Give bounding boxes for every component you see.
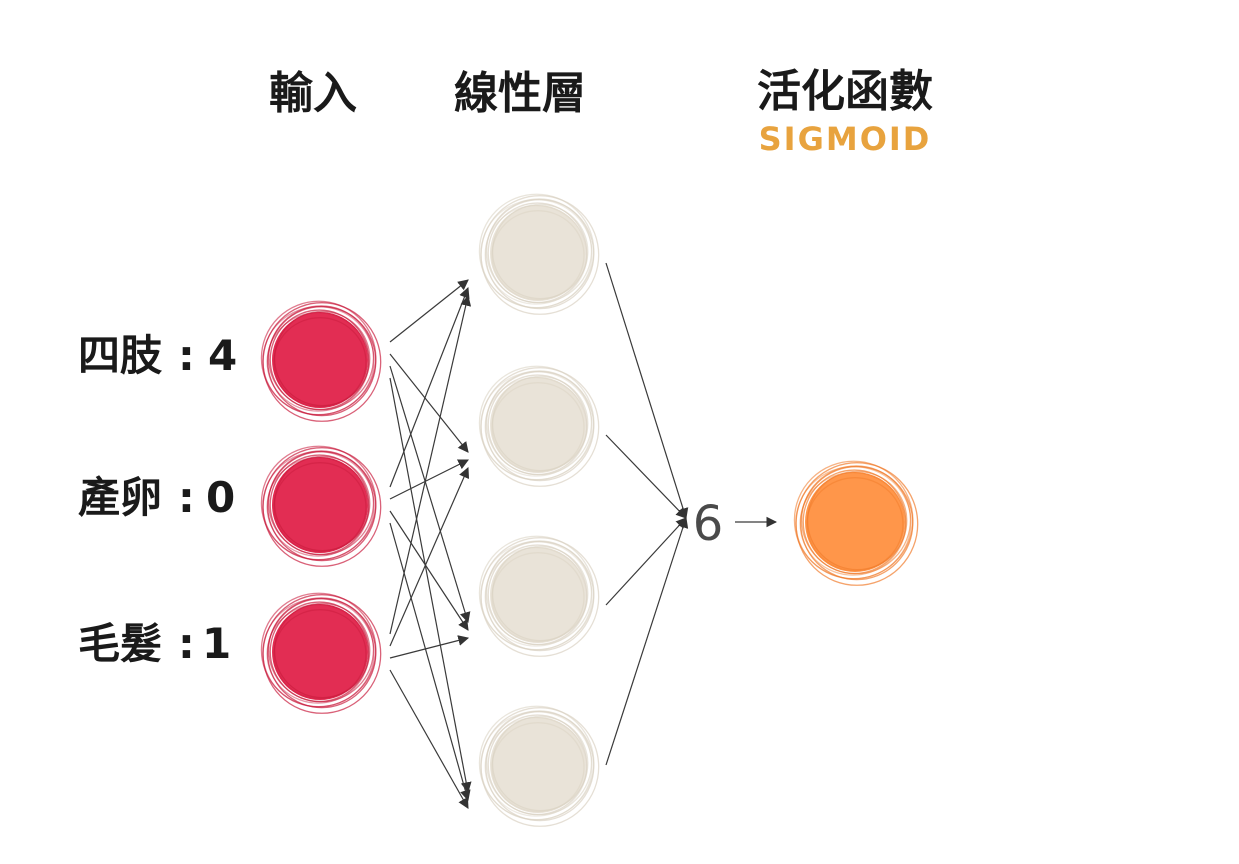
- input-hidden-connections: [389, 279, 472, 809]
- hidden-node-3-ring-8: [480, 707, 600, 827]
- hidden-node-0-ring-1: [491, 203, 589, 300]
- input-label-limbs: 四肢 : 4: [78, 331, 237, 380]
- input-node-2-ring-0: [273, 609, 367, 700]
- connection-input-1-hidden-0: [389, 286, 470, 488]
- hidden-node-1-core: [490, 377, 586, 473]
- input-label-hair: 毛髮 : 1: [78, 619, 231, 668]
- output-node-ring-1: [806, 470, 908, 571]
- header-activation-sub: SIGMOID: [759, 120, 932, 158]
- input-node-0-ring-0: [273, 317, 367, 408]
- input-name-eggs: 產卵: [78, 473, 162, 522]
- hidden-node-2-core: [490, 547, 586, 643]
- header-linear-layer: 線性層: [454, 68, 586, 119]
- output-node-ring-8: [795, 462, 919, 586]
- hidden-node-3-ring-1: [491, 715, 589, 812]
- hidden-node-1: [478, 365, 600, 487]
- connection-input-2-hidden-1: [389, 467, 470, 647]
- input-node-0-ring-7: [260, 300, 377, 416]
- hidden-node-0-core: [490, 205, 586, 301]
- input-sep-hair: :: [178, 619, 195, 668]
- connection-hidden-2-aggregate: [605, 517, 687, 606]
- hidden-node-1-ring-1: [491, 375, 589, 472]
- hidden-node-2-ring-7: [478, 535, 595, 651]
- hidden-node-0-ring-7: [478, 193, 595, 309]
- input-node-1-ring-0: [273, 462, 367, 553]
- output-node: [793, 460, 919, 586]
- hidden-node-3: [478, 705, 600, 827]
- hidden-node-2-ring-8: [480, 537, 600, 657]
- hidden-node-3-core: [490, 717, 586, 813]
- input-node-1-ring-1: [273, 455, 371, 552]
- hidden-node-3-ring-0: [491, 722, 585, 813]
- hidden-node-1-ring-7: [478, 365, 595, 481]
- hidden-node-1-ring-0: [491, 382, 585, 473]
- hidden-node-0: [478, 193, 600, 315]
- input-sep-eggs: :: [178, 473, 195, 522]
- connection-hidden-0-aggregate: [605, 262, 689, 520]
- connection-input-1-hidden-1: [389, 459, 469, 500]
- input-node-1-core: [272, 457, 368, 553]
- connection-input-0-hidden-0: [389, 279, 469, 343]
- input-node-1-ring-7: [260, 445, 377, 561]
- connection-input-0-hidden-2: [389, 365, 471, 624]
- input-node-1-ring-8: [262, 447, 382, 567]
- input-node-0-ring-1: [273, 310, 371, 407]
- input-node-2-ring-7: [260, 592, 377, 708]
- connection-input-2-hidden-3: [389, 669, 469, 809]
- input-node-1: [260, 445, 382, 567]
- hidden-node-2-ring-0: [491, 552, 585, 643]
- output-node-ring-7: [793, 460, 914, 580]
- hidden-output-connections: [605, 262, 689, 766]
- input-node-2-ring-8: [262, 594, 382, 714]
- hidden-node-3-ring-7: [478, 705, 595, 821]
- output-node-ring-0: [806, 477, 904, 572]
- input-node-0: [260, 300, 382, 422]
- input-node-0-core: [272, 312, 368, 408]
- header-activation: 活化函數: [757, 66, 933, 117]
- connection-input-0-hidden-1: [389, 353, 469, 453]
- hidden-node-0-ring-0: [491, 210, 585, 301]
- connection-input-1-hidden-3: [389, 522, 471, 802]
- input-label-eggs: 產卵 : 0: [78, 473, 235, 522]
- input-name-limbs: 四肢: [78, 331, 163, 380]
- aggregate-value: 6: [693, 496, 724, 552]
- input-node-0-ring-8: [262, 302, 382, 422]
- header-input: 輸入: [269, 68, 357, 119]
- hidden-node-1-ring-8: [480, 367, 600, 487]
- connection-input-2-hidden-0: [389, 294, 472, 635]
- input-node-2-ring-1: [273, 602, 371, 699]
- input-node-2-core: [272, 604, 368, 700]
- hidden-node-2: [478, 535, 600, 657]
- input-value-eggs: 0: [206, 473, 235, 522]
- input-sep-limbs: :: [178, 331, 195, 380]
- connection-input-1-hidden-2: [389, 510, 469, 631]
- hidden-node-2-ring-1: [491, 545, 589, 642]
- output-node-core: [805, 472, 905, 572]
- nodes: [260, 193, 919, 827]
- connection-hidden-1-aggregate: [605, 434, 687, 519]
- connection-hidden-3-aggregate: [605, 516, 689, 766]
- input-name-hair: 毛髮: [78, 619, 162, 668]
- input-value-limbs: 4: [208, 331, 237, 380]
- input-value-hair: 1: [202, 619, 231, 668]
- input-node-2: [260, 592, 382, 714]
- connection-input-0-hidden-3: [389, 377, 472, 794]
- hidden-node-0-ring-8: [480, 195, 600, 315]
- connection-input-2-hidden-2: [389, 635, 470, 659]
